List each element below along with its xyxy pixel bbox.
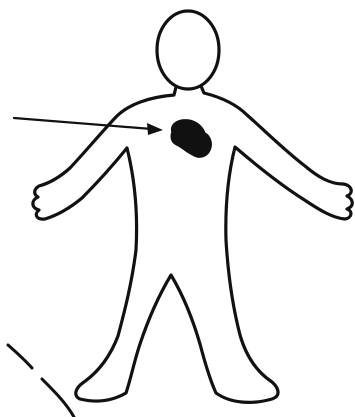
arrow-shaft <box>14 118 152 129</box>
edge-stroke-lower <box>42 379 74 417</box>
edge-stroke-upper <box>8 345 32 368</box>
heart-blob <box>171 120 211 157</box>
head-outline <box>157 11 219 89</box>
arrow-head <box>147 123 163 135</box>
